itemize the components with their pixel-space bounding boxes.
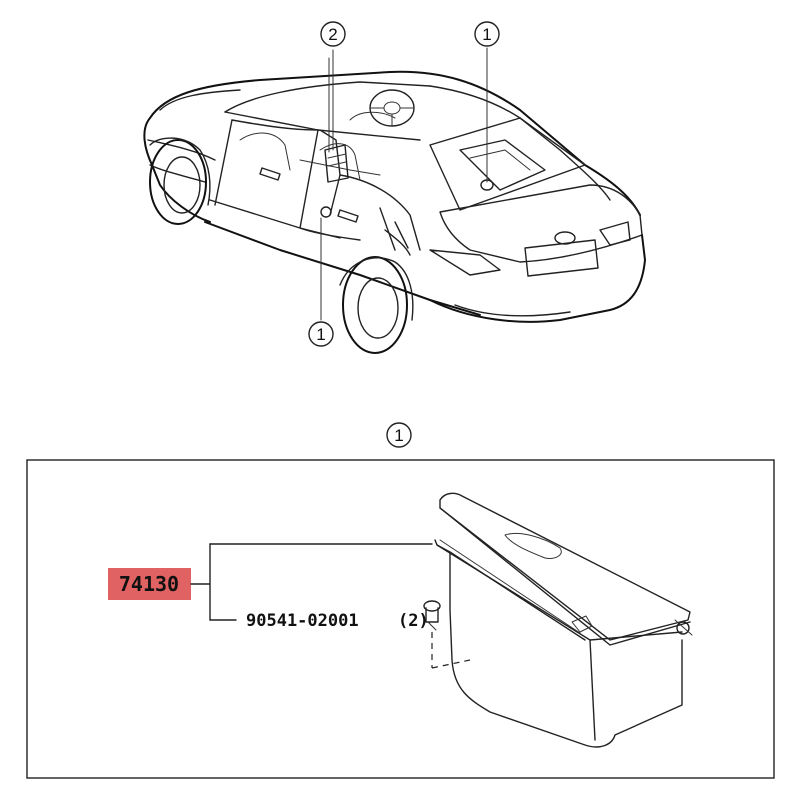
- car-callouts: 2 1 1: [308, 21, 500, 347]
- callout-1-top-label: 1: [482, 25, 491, 44]
- detail-callout: 1: [386, 422, 412, 448]
- callout-2-label: 2: [328, 25, 337, 44]
- part-quantity: (2): [398, 611, 429, 631]
- detail-callout-label: 1: [394, 426, 403, 445]
- part-number-main: 74130: [119, 572, 179, 596]
- part-number-tree: 74130 90541-02001 (2): [108, 543, 433, 631]
- callout-1-bottom-label: 1: [316, 325, 325, 344]
- callout-circle-2: [320, 21, 346, 47]
- glove-box-drawing: [423, 492, 693, 748]
- detail-frame: [26, 459, 775, 779]
- car-illustration: [143, 70, 646, 354]
- part-highlight: [108, 568, 191, 600]
- detail-callout-circle: [386, 422, 412, 448]
- callout-circle-1-top: [474, 21, 500, 47]
- part-number-sub: 90541-02001: [246, 611, 359, 631]
- callout-circle-1-bottom: [308, 321, 334, 347]
